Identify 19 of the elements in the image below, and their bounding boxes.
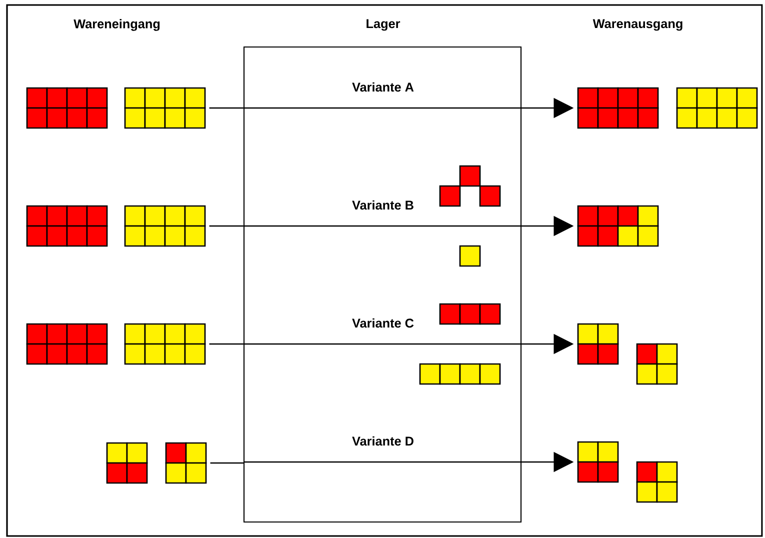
column-heading: Warenausgang [592,19,682,31]
pallet-drawing [577,441,678,503]
line [209,107,244,109]
edge-label: Variante C [352,318,414,328]
pallet-drawing [26,87,206,129]
edge-label: Variante D [352,436,414,446]
edge-label: Variante A [352,82,414,92]
line [209,225,244,227]
box-heading: Lager [366,19,400,31]
pallet-drawing [577,205,659,247]
line [209,343,244,345]
pallet-drawing [106,442,207,484]
edge-label: Variante B [352,200,414,210]
pallet-drawing [26,205,206,247]
line [210,462,244,464]
column-heading: Wareneingang [74,19,160,31]
pallet-drawing [26,323,206,365]
pallet-drawing [577,323,678,385]
pallet-drawing [577,87,758,129]
